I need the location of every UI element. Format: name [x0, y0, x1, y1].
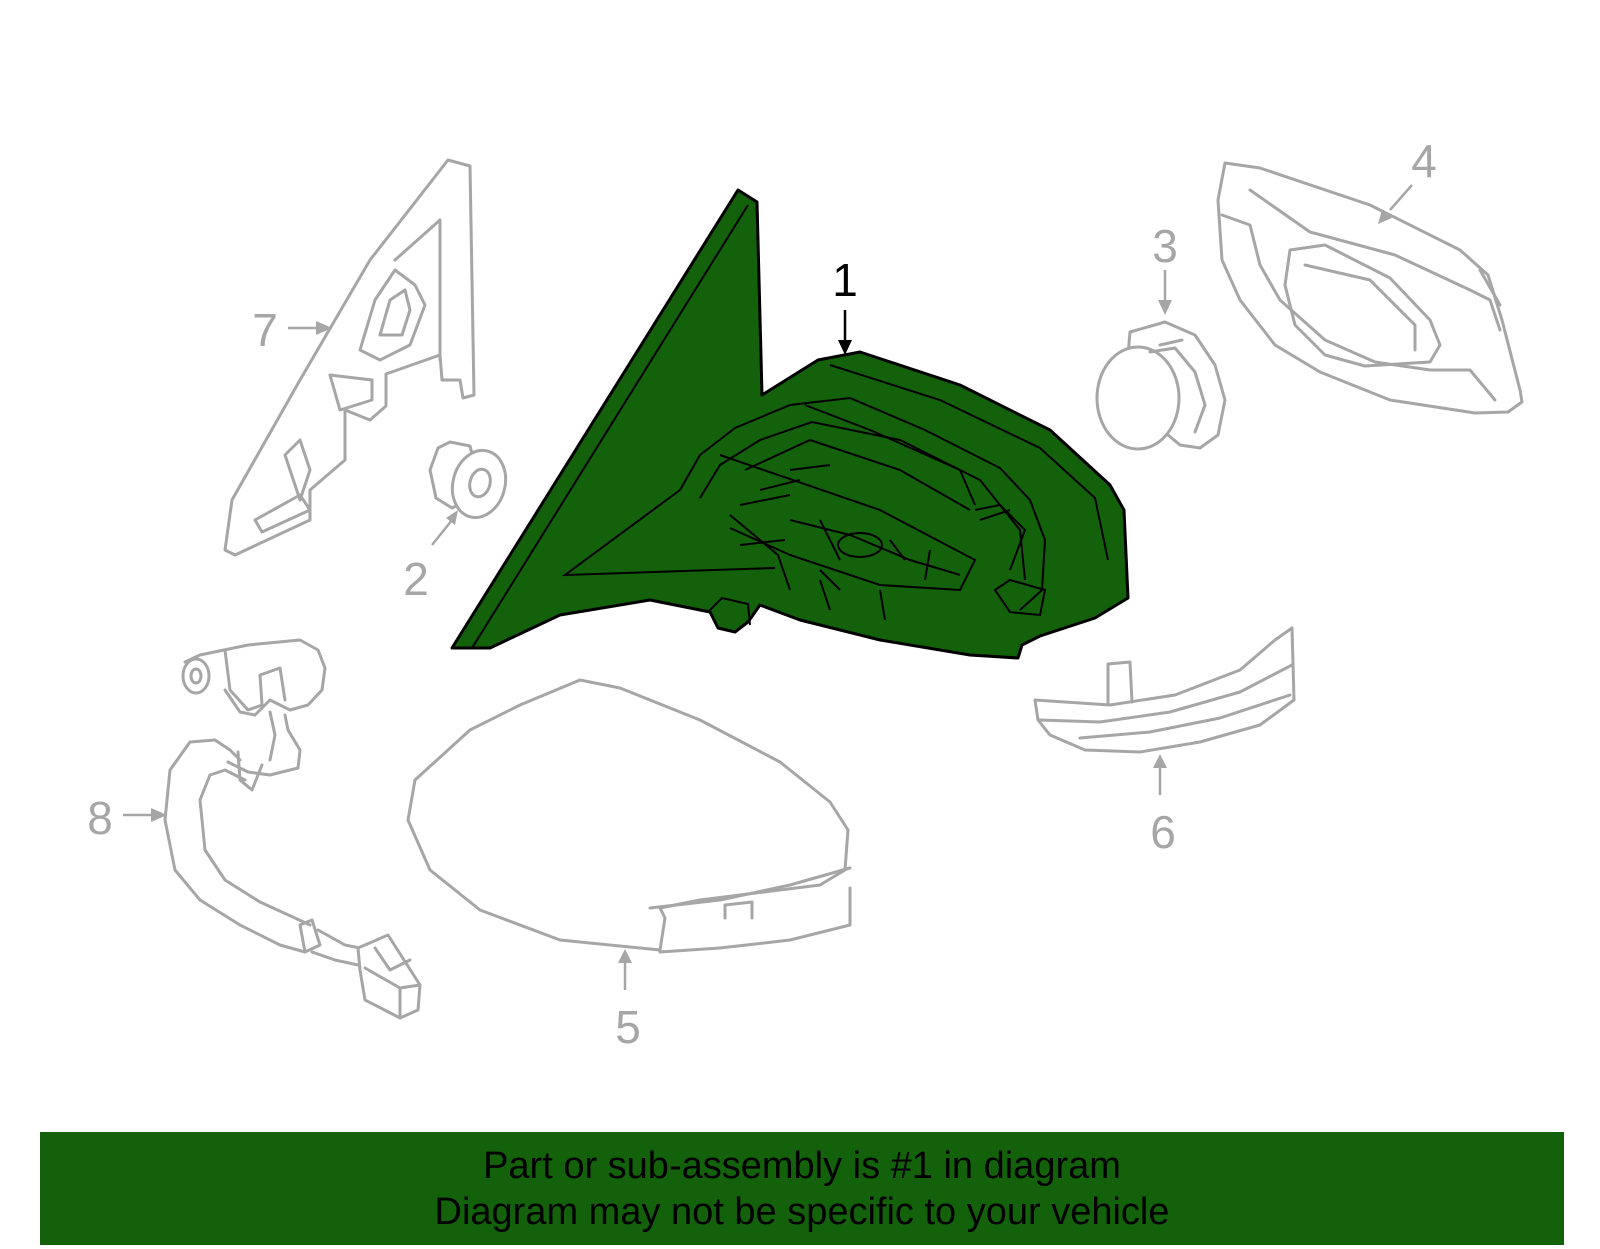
part-4-mirror-glass	[1216, 161, 1524, 415]
part-5-cover	[406, 678, 852, 954]
part-6-turn-signal	[1033, 626, 1296, 754]
part-2-nut	[428, 440, 508, 520]
part-3-actuator	[1095, 320, 1227, 451]
part-1-mirror-assembly	[450, 188, 1130, 660]
part-7-bracket	[223, 158, 476, 557]
banner-line-2: Diagram may not be specific to your vehi…	[434, 1190, 1170, 1233]
callout-1: 1	[832, 254, 858, 306]
part-8-harness	[163, 638, 422, 1020]
callout-3: 3	[1152, 220, 1178, 272]
callout-6: 6	[1150, 806, 1176, 858]
callout-8: 8	[87, 792, 113, 844]
info-banner: Part or sub-assembly is #1 in diagram Di…	[40, 1132, 1564, 1245]
banner-line-1: Part or sub-assembly is #1 in diagram	[483, 1144, 1121, 1187]
callout-7: 7	[252, 304, 278, 356]
callout-5: 5	[615, 1001, 641, 1053]
callout-2: 2	[403, 553, 429, 605]
callout-arrows	[123, 184, 1413, 990]
callout-4: 4	[1411, 135, 1437, 187]
